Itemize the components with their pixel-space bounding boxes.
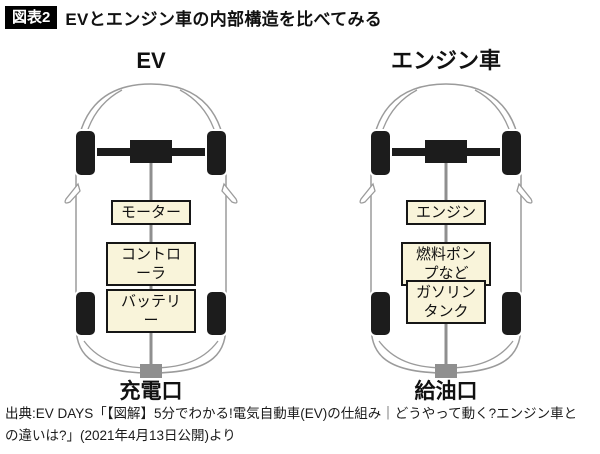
right-mirror-icon: [221, 182, 238, 204]
wheel-front-right: [205, 129, 228, 177]
drive-unit-block: [130, 140, 172, 163]
fuel-port-icon: [435, 364, 457, 378]
figure-number-badge: 図表2: [5, 6, 58, 29]
engine-part-engine: エンジン: [405, 200, 487, 225]
ev-car-top-view-icon: [64, 83, 238, 378]
figure-header: 図表2 EVとエンジン車の内部構造を比べてみる: [5, 5, 382, 30]
wheel-front-left: [74, 129, 97, 177]
left-mirror-icon: [64, 182, 81, 204]
wheel-rear-left: [369, 290, 392, 337]
wheel-front-left: [369, 129, 392, 177]
ev-port-label: 充電口: [119, 380, 183, 403]
figure-title: EVとエンジン車の内部構造を比べてみる: [65, 10, 383, 29]
engine-part-gas-tank: ガソリン タンク: [405, 280, 487, 324]
engine-car-top-view-icon: [359, 83, 533, 378]
ev-panel: EV モーター コントローラ バッテリー 充電口: [61, 48, 241, 425]
charging-port-icon: [140, 364, 162, 378]
engine-part-fuel-pump: 燃料ポンプなど: [401, 242, 491, 286]
engine-port-label: 給油口: [414, 380, 478, 403]
engine-car-heading: エンジン車: [390, 48, 501, 73]
wheel-rear-left: [74, 290, 97, 337]
source-line-2: の違いは?」(2021年4月13日公開)より: [5, 427, 236, 443]
source-credit: 出典:EV DAYS「【図解】5分でわかる!電気自動車(EV)の仕組み｜どうやっ…: [5, 403, 577, 446]
ev-part-battery: バッテリー: [106, 289, 196, 333]
right-mirror-icon: [516, 182, 533, 204]
source-line-1: 出典:EV DAYS「【図解】5分でわかる!電気自動車(EV)の仕組み｜どうやっ…: [5, 406, 578, 421]
ev-heading: EV: [136, 48, 166, 73]
wheel-front-right: [500, 129, 523, 177]
engine-car-panel: エンジン車 エンジン 燃料ポンプなど ガソリン タンク 給油口: [356, 48, 536, 425]
left-mirror-icon: [359, 182, 376, 204]
drive-unit-block: [425, 140, 467, 163]
ev-part-controller: コントローラ: [106, 242, 196, 286]
wheel-rear-right: [500, 290, 523, 337]
wheel-rear-right: [205, 290, 228, 337]
ev-part-motor: モーター: [110, 200, 192, 225]
